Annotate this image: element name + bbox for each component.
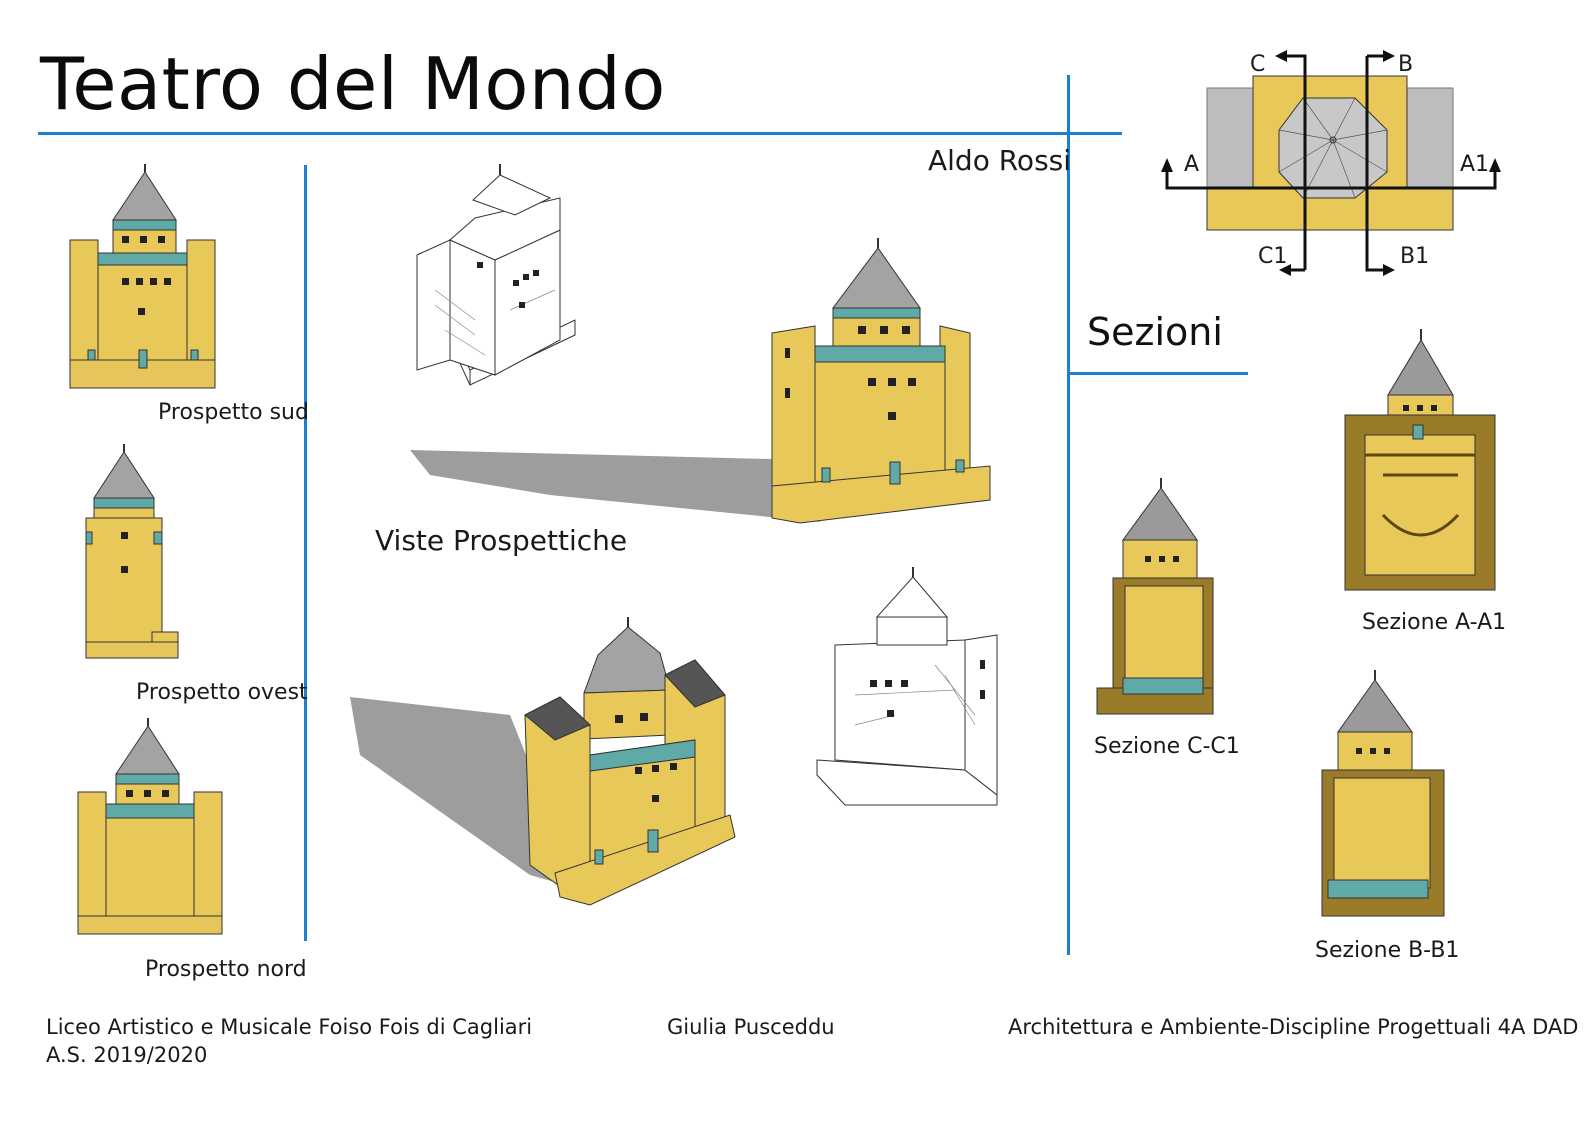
label-sezione-c: Sezione C-C1 — [1094, 734, 1240, 759]
title-underline — [38, 132, 1122, 135]
elevation-west — [85, 444, 179, 659]
section-c-c1 — [1096, 478, 1214, 715]
footer-student: Giulia Pusceddu — [667, 1015, 835, 1039]
plan-marker-b: B — [1398, 52, 1414, 77]
shadow-view-1 — [410, 450, 820, 522]
right-divider — [1067, 75, 1070, 955]
sezioni-underline — [1070, 372, 1248, 375]
colored-view-2 — [524, 617, 736, 906]
colored-view-1 — [771, 238, 991, 524]
plan-marker-a: A — [1184, 152, 1200, 177]
page-title: Teatro del Mondo — [40, 42, 666, 126]
plan-marker-c1: C1 — [1258, 244, 1288, 269]
footer-course: Architettura e Ambiente-Discipline Proge… — [1008, 1015, 1579, 1039]
label-prospetto-nord: Prospetto nord — [145, 957, 307, 982]
plan-marker-a1: A1 — [1460, 152, 1490, 177]
elevation-north — [77, 718, 223, 935]
section-a-a1 — [1344, 329, 1496, 591]
elevation-south — [69, 164, 216, 389]
viste-prospettiche-heading: Viste Prospettiche — [375, 524, 628, 557]
plan-marker-b1: B1 — [1400, 244, 1430, 269]
footer-school: Liceo Artistico e Musicale Foiso Fois di… — [46, 1015, 533, 1039]
label-sezione-b: Sezione B-B1 — [1315, 938, 1460, 963]
site-plan — [1161, 50, 1501, 276]
architect-name: Aldo Rossi — [928, 144, 1072, 177]
wireframe-view-1 — [416, 164, 576, 386]
footer-year: A.S. 2019/2020 — [46, 1043, 208, 1067]
label-prospetto-ovest: Prospetto ovest — [136, 680, 308, 705]
label-sezione-a: Sezione A-A1 — [1362, 610, 1507, 635]
wireframe-view-2 — [816, 567, 998, 806]
left-divider — [304, 165, 307, 941]
plan-marker-c: C — [1250, 52, 1266, 77]
section-b-b1 — [1321, 670, 1445, 917]
sezioni-heading: Sezioni — [1087, 310, 1223, 354]
label-prospetto-sud: Prospetto sud — [158, 400, 309, 425]
